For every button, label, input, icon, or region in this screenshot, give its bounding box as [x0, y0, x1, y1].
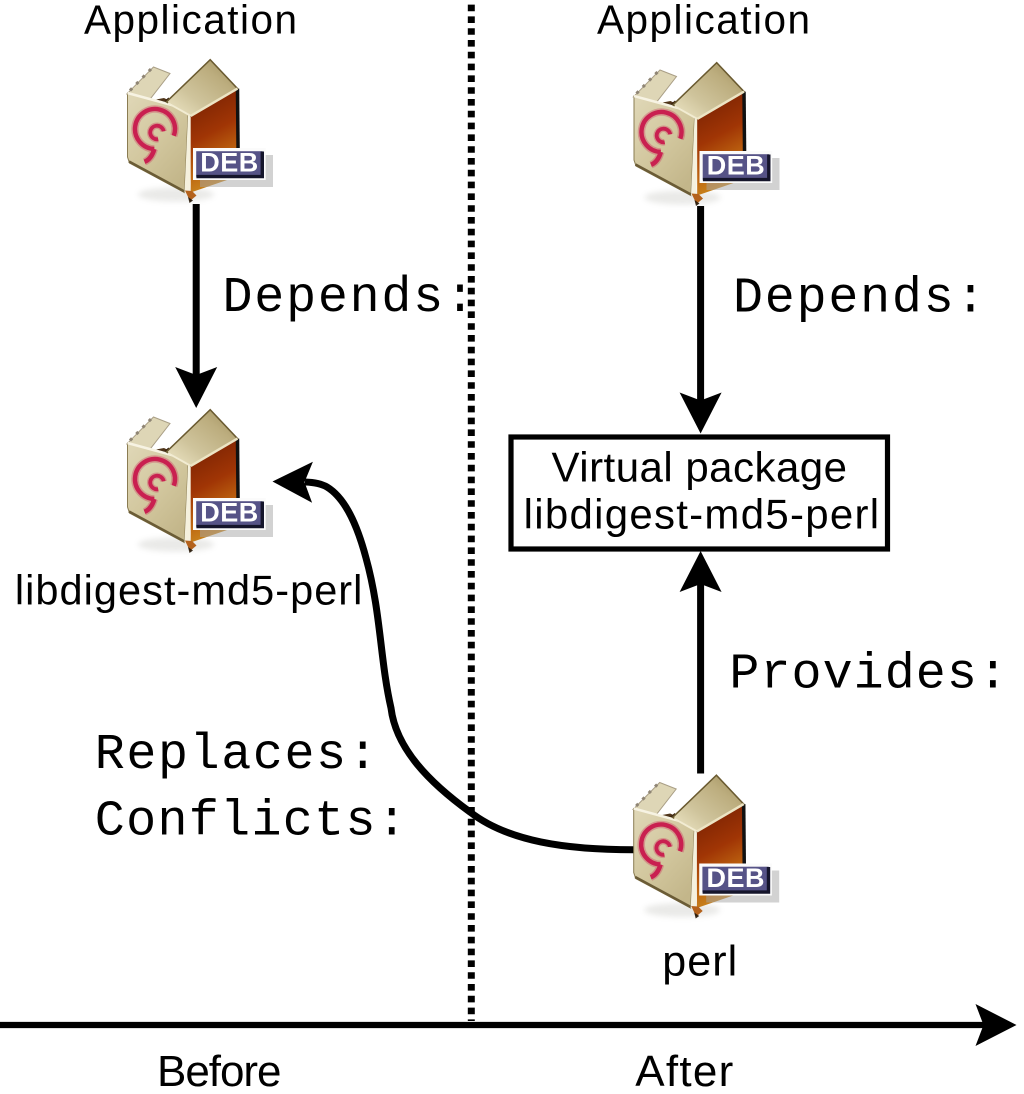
svg-text:Conflicts:: Conflicts:: [95, 794, 407, 851]
svg-text:Provides:: Provides:: [729, 646, 1008, 703]
svg-text:Virtual package: Virtual package: [552, 444, 848, 491]
svg-text:libdigest-md5-perl: libdigest-md5-perl: [15, 567, 363, 614]
svg-text:Application: Application: [597, 0, 810, 43]
svg-text:Depends:: Depends:: [733, 271, 986, 328]
svg-text:Application: Application: [84, 0, 297, 43]
svg-text:perl: perl: [662, 937, 737, 985]
svg-text:After: After: [635, 1047, 733, 1094]
svg-text:Before: Before: [157, 1047, 282, 1094]
svg-text:Replaces:: Replaces:: [95, 727, 378, 784]
svg-text:libdigest-md5-perl: libdigest-md5-perl: [524, 491, 880, 538]
svg-text:Depends:: Depends:: [223, 270, 476, 327]
